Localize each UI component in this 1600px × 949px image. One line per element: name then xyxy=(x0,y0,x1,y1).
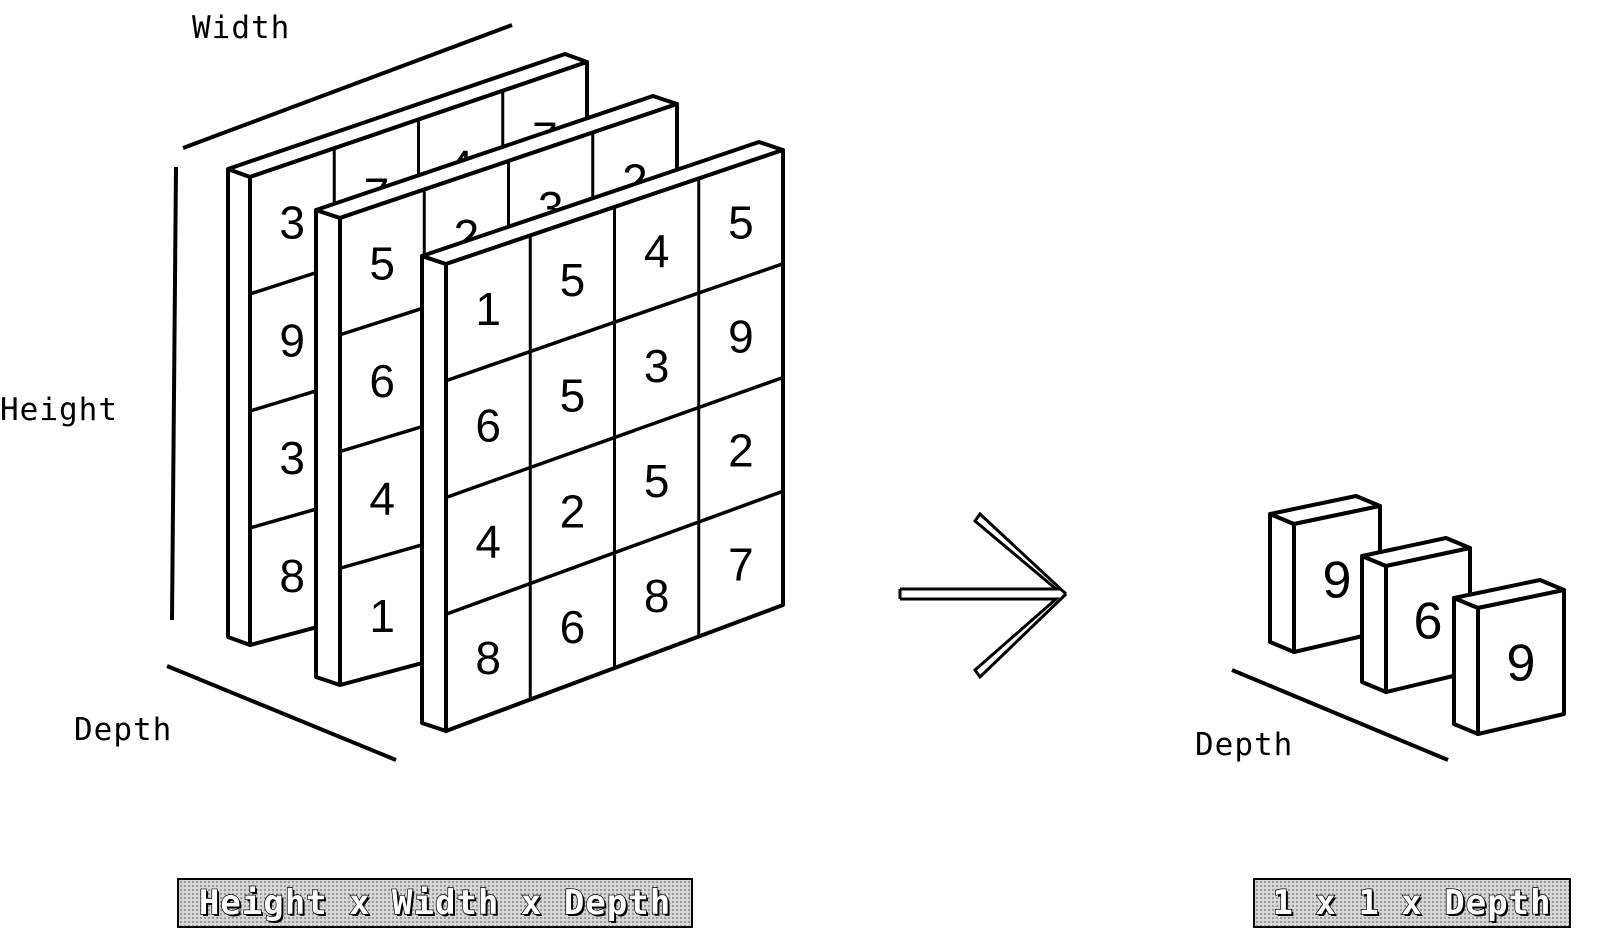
cell-value: 8 xyxy=(475,632,501,684)
feature-map-slice: 1 5 4 5 6 5 3 9 4 2 5 2 8 6 8 7 xyxy=(420,140,785,733)
cell-value: 4 xyxy=(644,225,670,277)
cell-value: 5 xyxy=(560,254,586,306)
cell-value: 5 xyxy=(728,196,754,248)
grid-row-line xyxy=(445,375,784,500)
pooled-value-box: 6 xyxy=(1360,536,1472,694)
grid-row-line xyxy=(445,489,784,616)
cell-value: 8 xyxy=(279,550,305,602)
depth-guide-line-right xyxy=(1231,668,1449,762)
width-guide-line xyxy=(182,23,513,150)
cell-value: 9 xyxy=(728,310,754,362)
width-axis-label: Width xyxy=(192,10,291,46)
cell-value: 2 xyxy=(560,485,586,537)
cell-value: 1 xyxy=(369,590,395,642)
pooled-value: 9 xyxy=(1323,552,1352,610)
input-shape-caption-text: Height x Width x Depth xyxy=(198,882,672,923)
slice-side-face xyxy=(420,254,448,733)
cell-value: 6 xyxy=(369,355,395,407)
cell-value: 7 xyxy=(728,539,754,591)
cell-value: 3 xyxy=(644,340,670,392)
depth-guide-line-left xyxy=(166,664,397,762)
cell-value: 4 xyxy=(369,473,395,525)
slice-side-face xyxy=(314,208,342,687)
cell-value: 5 xyxy=(560,370,586,422)
cell-value: 3 xyxy=(279,432,305,484)
box-front-face xyxy=(1476,588,1566,736)
input-volume: 374793852326411545653942528687 xyxy=(226,52,785,733)
height-guide-line xyxy=(170,166,178,621)
cell-value: 1 xyxy=(475,283,501,335)
depth-axis-label-left: Depth xyxy=(74,712,173,748)
input-shape-caption: Height x Width x Depth xyxy=(177,878,693,928)
pooled-value: 6 xyxy=(1414,593,1443,651)
cell-value: 5 xyxy=(369,238,395,290)
box-side-face xyxy=(1268,512,1296,654)
cell-value: 6 xyxy=(560,601,586,653)
cell-value: 5 xyxy=(644,455,670,507)
cell-value: 8 xyxy=(644,570,670,622)
cell-value: 6 xyxy=(475,399,501,451)
output-shape-caption-text: 1 x 1 x Depth xyxy=(1272,882,1552,923)
cell-value: 4 xyxy=(475,516,501,568)
output-volume: 9 6 9 xyxy=(1268,494,1566,736)
cell-value: 9 xyxy=(279,314,305,366)
height-axis-label: Height xyxy=(0,392,118,428)
cell-value: 2 xyxy=(728,425,754,477)
depth-axis-label-right: Depth xyxy=(1195,727,1294,763)
pooled-value: 9 xyxy=(1507,635,1536,693)
transform-arrow-icon xyxy=(898,511,1068,680)
pooled-value-box: 9 xyxy=(1452,578,1566,736)
box-side-face xyxy=(1452,596,1480,736)
slice-side-face xyxy=(226,167,252,647)
cell-value: 3 xyxy=(279,197,305,249)
output-shape-caption: 1 x 1 x Depth xyxy=(1253,878,1571,928)
box-side-face xyxy=(1360,554,1388,694)
